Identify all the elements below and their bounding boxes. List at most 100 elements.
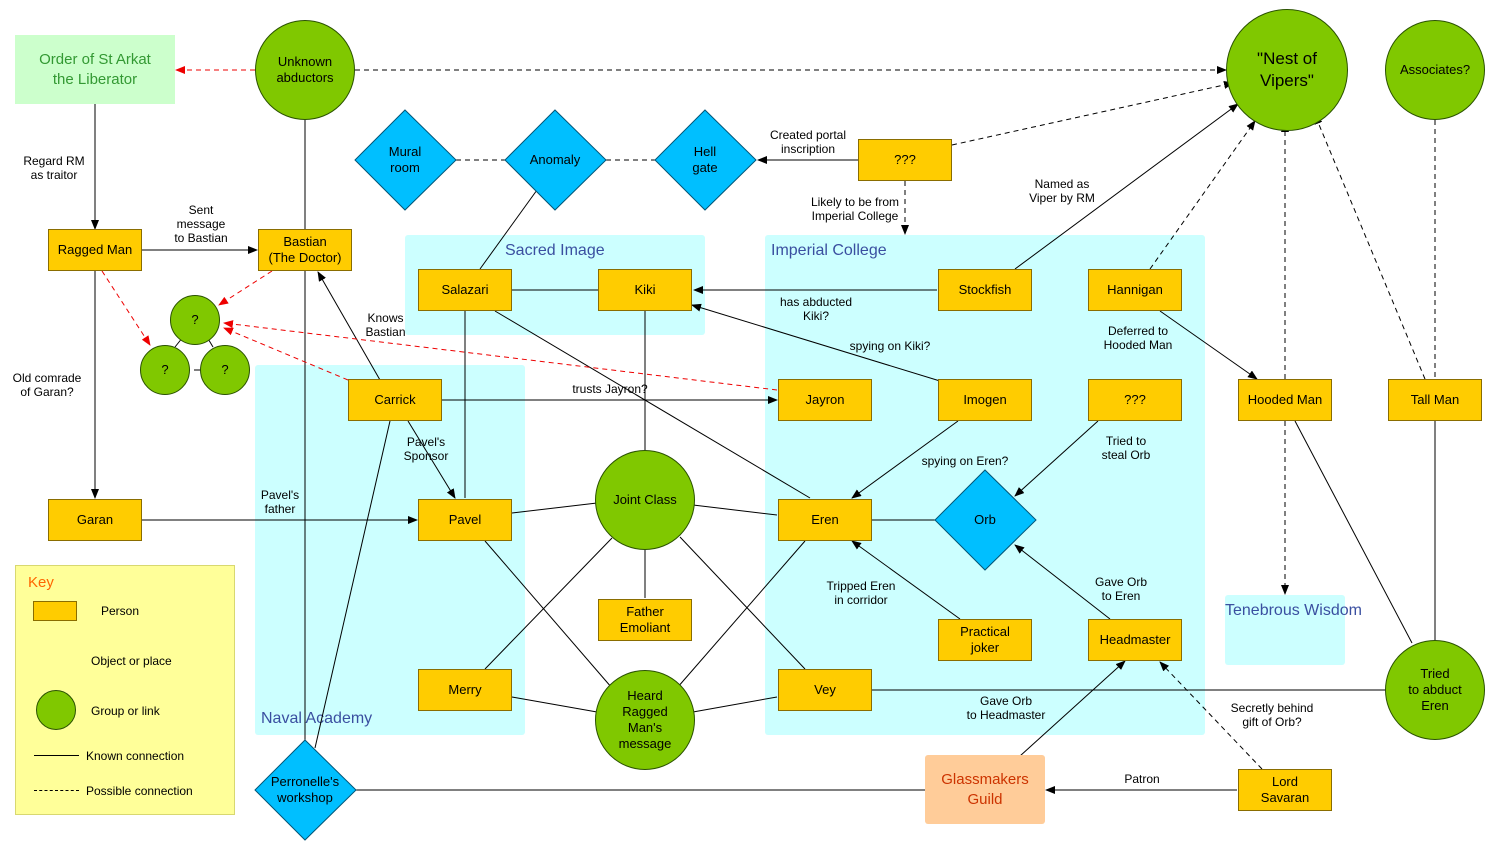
group-q3: ? <box>200 345 250 395</box>
label-gave-orb-eren: Gave Orb to Eren <box>1094 575 1148 603</box>
key-possible-label: Possible connection <box>86 784 193 798</box>
edge-carrick-bastian <box>317 271 381 381</box>
edge-unknown-orb <box>1014 420 1099 497</box>
edge-savaran-headmaster <box>1159 661 1263 770</box>
edge-ragged-q2 <box>101 270 151 346</box>
label-pavels-sponsor: Pavel's Sponsor <box>403 435 449 463</box>
person-unknown-right: ??? <box>1088 379 1182 421</box>
edge-jayron-q1 <box>223 320 778 391</box>
edge-tallman-vipers <box>1314 114 1426 380</box>
edge-hooded-tried <box>1294 420 1413 644</box>
person-salazari: Salazari <box>418 269 512 311</box>
edge-bastian-q1 <box>218 270 273 306</box>
person-tall-man: Tall Man <box>1388 379 1482 421</box>
label-old-comrade: Old comrade of Garan? <box>12 371 82 399</box>
key-possible-line <box>34 790 79 791</box>
key-known-label: Known connection <box>86 749 185 763</box>
label-regard-rm: Regard RM as traitor <box>23 154 85 182</box>
edge-headmaster-orb <box>1014 544 1111 620</box>
person-bastian: Bastian (The Doctor) <box>258 229 352 271</box>
group-heard-message: Heard Ragged Man's message <box>595 670 695 770</box>
edge-joint-merry <box>484 537 613 670</box>
legend-key: Key Person Object or place Group or link… <box>15 565 235 815</box>
group-nest-of-vipers: "Nest of Vipers" <box>1226 9 1348 131</box>
edge-imogen-eren <box>851 420 959 499</box>
edge-hannigan-vipers <box>1149 120 1256 270</box>
person-jayron: Jayron <box>778 379 872 421</box>
key-person-swatch <box>33 601 77 621</box>
label-created-portal: Created portal inscription <box>769 128 847 156</box>
edge-eren-heard <box>676 540 806 689</box>
person-ragged-man: Ragged Man <box>48 229 142 271</box>
label-knows-bastian: Knows Bastian <box>365 311 406 339</box>
label-tried-steal: Tried to steal Orb <box>1101 434 1151 462</box>
edge-vey-heard <box>692 696 778 713</box>
label-pavels-father: Pavel's father <box>260 488 300 516</box>
label-likely-imperial: Likely to be from Imperial College <box>810 195 900 223</box>
label-has-abducted: has abducted Kiki? <box>779 295 853 323</box>
edge-salazari-anomaly <box>479 189 538 270</box>
label-secretly-behind: Secretly behind gift of Orb? <box>1230 701 1314 729</box>
region-tenebrous-wisdom: Tenebrous Wisdom <box>1225 595 1362 665</box>
person-hooded-man: Hooded Man <box>1238 379 1332 421</box>
order-of-st-arkat: Order of St Arkat the Liberator <box>15 35 175 104</box>
edge-pavel-heard <box>484 540 613 689</box>
edge-joker-eren <box>851 540 961 620</box>
edge-merry-heard <box>511 696 598 713</box>
edge-pavel-joint <box>511 502 598 514</box>
key-title: Key <box>28 574 54 591</box>
label-deferred: Deferred to Hooded Man <box>1103 324 1173 352</box>
person-eren: Eren <box>778 499 872 541</box>
group-tried-abduct: Tried to abduct Eren <box>1385 640 1485 740</box>
anomaly-diamond <box>504 109 607 211</box>
edge-stockfish-vipers <box>1014 103 1239 270</box>
person-father-emoliant: Father Emoliant <box>598 599 692 641</box>
person-carrick: Carrick <box>348 379 442 421</box>
group-q1: ? <box>170 295 220 345</box>
person-unknown-top: ??? <box>858 139 952 181</box>
edge-unknown-vipers <box>951 81 1234 146</box>
region-title-tenebrous-wisdom: Tenebrous Wisdom <box>1225 602 1362 619</box>
edge-guild-headmaster <box>1019 660 1126 757</box>
key-group-label: Group or link <box>91 704 160 718</box>
group-joint-class: Joint Class <box>595 450 695 550</box>
key-known-line <box>34 755 79 756</box>
edge-carrick-pavel <box>407 420 456 499</box>
perronelle-diamond <box>254 739 357 841</box>
key-object-label: Object or place <box>91 654 172 668</box>
key-group-swatch <box>36 690 76 730</box>
group-unknown-abductors: Unknown abductors <box>255 20 355 120</box>
edge-joint-eren <box>692 504 778 516</box>
person-imogen: Imogen <box>938 379 1032 421</box>
hell-gate-diamond <box>654 109 757 211</box>
edge-joint-vey <box>679 536 806 670</box>
person-stockfish: Stockfish <box>938 269 1032 311</box>
person-headmaster: Headmaster <box>1088 619 1182 661</box>
edge-hannigan-hooded <box>1159 310 1258 380</box>
label-spying-eren: spying on Eren? <box>921 454 1009 468</box>
edge-carrick-q1 <box>223 327 349 381</box>
person-garan: Garan <box>48 499 142 541</box>
person-hannigan: Hannigan <box>1088 269 1182 311</box>
mural-room-diamond <box>354 109 457 211</box>
label-named-viper: Named as Viper by RM <box>1029 177 1095 205</box>
person-lord-savaran: Lord Savaran <box>1238 769 1332 811</box>
edge-carrick-perronelle <box>314 420 391 749</box>
edge-salazari-eren <box>494 310 811 499</box>
person-merry: Merry <box>418 669 512 711</box>
label-gave-orb-head: Gave Orb to Headmaster <box>966 694 1046 722</box>
region-title-imperial-college: Imperial College <box>771 242 887 259</box>
group-q2: ? <box>140 345 190 395</box>
person-vey: Vey <box>778 669 872 711</box>
label-trusts-jayron: trusts Jayron? <box>572 382 648 396</box>
label-tripped-eren: Tripped Eren in corridor <box>826 579 896 607</box>
region-title-sacred-image: Sacred Image <box>505 242 605 259</box>
group-associates: Associates? <box>1385 20 1485 120</box>
person-pavel: Pavel <box>418 499 512 541</box>
label-sent-message: Sent message to Bastian <box>174 203 228 245</box>
orb-diamond <box>934 469 1037 571</box>
label-patron: Patron <box>1124 772 1160 786</box>
label-spying-kiki: spying on Kiki? <box>849 339 931 353</box>
